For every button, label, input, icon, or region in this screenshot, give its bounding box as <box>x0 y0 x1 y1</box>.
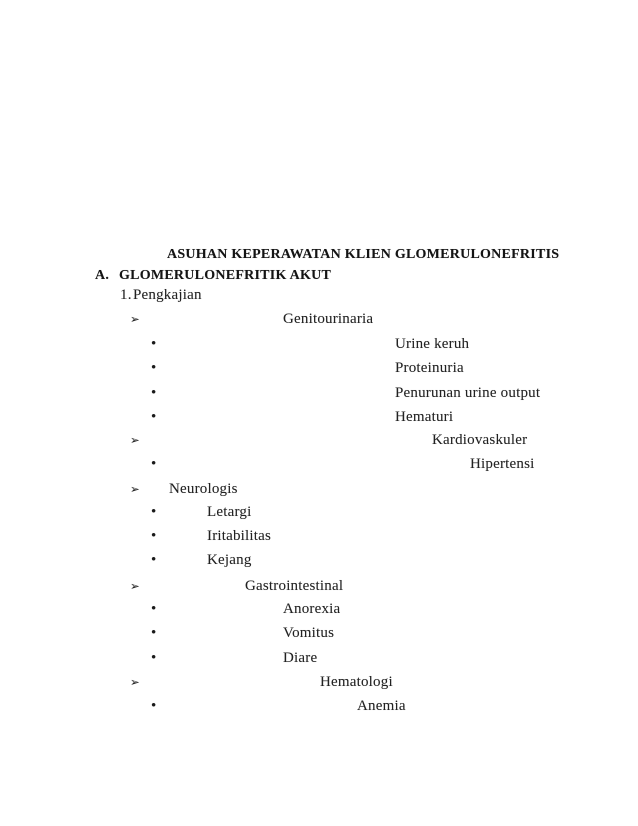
outline-item-label: Anorexia <box>283 601 341 617</box>
outline-item-label: Iritabilitas <box>207 528 272 544</box>
outline-item: • Hematuri <box>0 409 638 426</box>
dot-bullet-icon: • <box>151 601 157 617</box>
dot-bullet-icon: • <box>151 552 157 568</box>
arrow-bullet-icon: ➢ <box>130 579 140 593</box>
section-heading-line: A. GLOMERULONEFRITIK AKUT <box>0 267 638 284</box>
outline-item: • Anemia <box>0 698 638 715</box>
subsection-marker: 1. <box>120 287 132 303</box>
dot-bullet-icon: • <box>151 385 157 401</box>
dot-bullet-icon: • <box>151 528 157 544</box>
outline-item: ➢ Gastrointestinal <box>0 578 638 595</box>
subsection-title: Pengkajian <box>133 287 202 303</box>
outline-item-label: Neurologis <box>169 481 238 497</box>
dot-bullet-icon: • <box>151 625 157 641</box>
dot-bullet-icon: • <box>151 650 157 666</box>
page-title: ASUHAN KEPERAWATAN KLIEN GLOMERULONEFRIT… <box>167 247 560 262</box>
outline-item: • Letargi <box>0 504 638 521</box>
outline-item-label: Penurunan urine output <box>395 385 541 401</box>
dot-bullet-icon: • <box>151 698 157 714</box>
outline-item: ➢ Neurologis <box>0 481 638 498</box>
outline-item-label: Vomitus <box>283 625 335 641</box>
outline-item-label: Hipertensi <box>470 456 535 472</box>
outline-item: • Penurunan urine output <box>0 385 638 402</box>
arrow-bullet-icon: ➢ <box>130 312 140 326</box>
outline-item: • Iritabilitas <box>0 528 638 545</box>
arrow-bullet-icon: ➢ <box>130 675 140 689</box>
outline-item-label: Kejang <box>207 552 252 568</box>
outline-item: • Vomitus <box>0 625 638 642</box>
outline-item-label: Genitourinaria <box>283 311 374 327</box>
outline-item-label: Hematologi <box>320 674 393 690</box>
outline-item: • Anorexia <box>0 601 638 618</box>
section-title: GLOMERULONEFRITIK AKUT <box>119 268 332 283</box>
outline-item: • Urine keruh <box>0 336 638 353</box>
arrow-bullet-icon: ➢ <box>130 433 140 447</box>
outline-item-label: Urine keruh <box>395 336 470 352</box>
outline-item-label: Letargi <box>207 504 252 520</box>
outline-item: ➢ Hematologi <box>0 674 638 691</box>
dot-bullet-icon: • <box>151 360 157 376</box>
outline-item: • Kejang <box>0 552 638 569</box>
section-marker: A. <box>95 268 110 283</box>
title-line: ASUHAN KEPERAWATAN KLIEN GLOMERULONEFRIT… <box>0 246 638 263</box>
outline-item: ➢ Genitourinaria <box>0 311 638 328</box>
outline-item-label: Gastrointestinal <box>245 578 344 594</box>
subsection-line: 1. Pengkajian <box>0 287 638 304</box>
outline-item: • Diare <box>0 650 638 667</box>
dot-bullet-icon: • <box>151 456 157 472</box>
outline-item-label: Proteinuria <box>395 360 464 376</box>
outline-item-label: Kardiovaskuler <box>432 432 528 448</box>
outline-item: • Hipertensi <box>0 456 638 473</box>
outline-item-label: Diare <box>283 650 318 666</box>
outline-item: • Proteinuria <box>0 360 638 377</box>
outline-item: ➢ Kardiovaskuler <box>0 432 638 449</box>
outline-item-label: Hematuri <box>395 409 454 425</box>
dot-bullet-icon: • <box>151 409 157 425</box>
outline-item-label: Anemia <box>357 698 406 714</box>
dot-bullet-icon: • <box>151 504 157 520</box>
dot-bullet-icon: • <box>151 336 157 352</box>
arrow-bullet-icon: ➢ <box>130 482 140 496</box>
